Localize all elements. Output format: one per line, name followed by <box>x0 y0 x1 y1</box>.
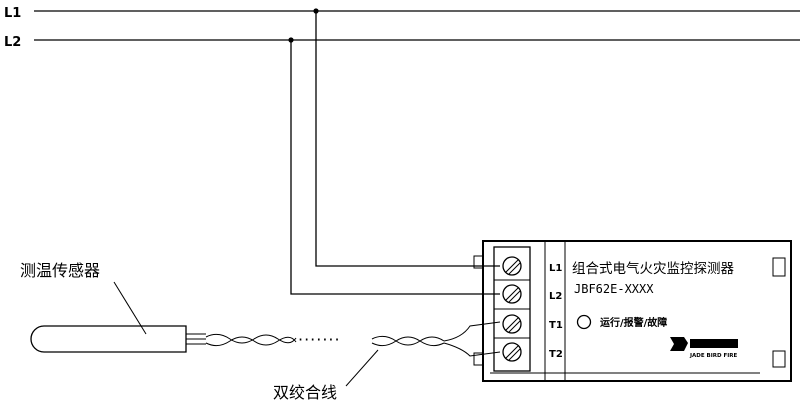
terminal-screw-l2 <box>502 284 522 304</box>
terminal-label-l2: L2 <box>549 291 562 302</box>
cable-gap-dots: ······· <box>298 330 341 349</box>
wire-t1 <box>443 321 501 342</box>
detector-model: JBF62E-XXXX <box>574 282 654 296</box>
cable-label: 双绞合线 <box>273 383 337 402</box>
detector-name: 组合式电气火灾监控探测器 <box>572 260 734 277</box>
terminal-label-l1: L1 <box>549 263 562 274</box>
wire-l1 <box>315 11 500 267</box>
brand-mark-icon <box>670 337 688 351</box>
drop-wires <box>290 11 500 295</box>
brand-logo: JADE BIRD FIRE <box>670 337 738 359</box>
twisted-pair-cable: ······· 双绞合线 <box>205 321 501 402</box>
terminal-screw-l1 <box>502 256 522 276</box>
sensor-label: 测温传感器 <box>20 261 100 280</box>
wire-t2 <box>443 342 501 357</box>
sensor-leader-line <box>113 281 147 335</box>
brand-text: JADE BIRD FIRE <box>689 353 738 359</box>
detector-device: L1 L2 T1 T2 组合式电气火灾监控探测器 JBF62E-XXXX 运行/… <box>473 240 792 382</box>
sensor-probe <box>30 325 187 353</box>
bus-label-l2: L2 <box>4 35 21 50</box>
indicator-label: 运行/报警/故障 <box>600 316 667 329</box>
temperature-sensor: 测温传感器 <box>20 261 206 353</box>
terminal-screw-t2 <box>502 342 522 362</box>
bus-lines: L1 L2 <box>4 6 800 50</box>
cable-leader-line <box>345 349 379 387</box>
terminal-label-t2: T2 <box>549 349 563 360</box>
terminal-label-t1: T1 <box>549 320 563 331</box>
detector-housing <box>482 240 792 382</box>
brand-wordmark <box>690 339 738 348</box>
indicator-led <box>576 314 592 330</box>
wire-l2 <box>290 40 500 295</box>
terminal-screw-t1 <box>502 314 522 334</box>
bus-label-l1: L1 <box>4 6 21 21</box>
